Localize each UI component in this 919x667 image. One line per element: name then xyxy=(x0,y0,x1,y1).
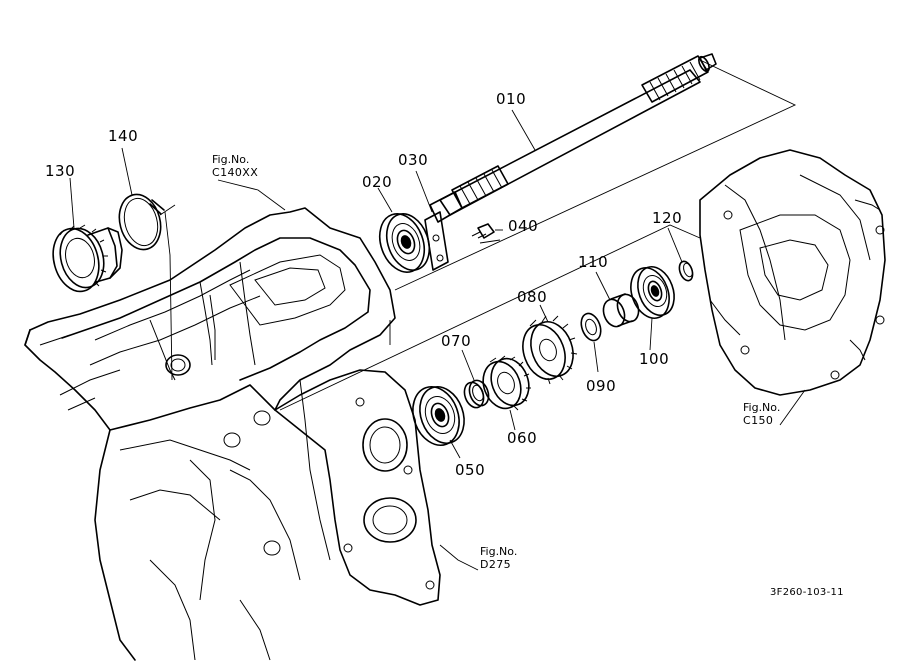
part-label-130: 130 xyxy=(45,162,76,180)
part-label-120: 120 xyxy=(652,209,683,227)
figure-ref-c140xx[interactable]: Fig.No. C140XX xyxy=(212,153,259,179)
bolt-040 xyxy=(471,223,495,239)
snap-ring-140 xyxy=(118,193,165,251)
figure-ref-d275-title: Fig.No. xyxy=(480,545,518,558)
figure-ref-c140xx-title: Fig.No. xyxy=(212,153,250,166)
part-label-040: 040 xyxy=(508,217,539,235)
collar-110 xyxy=(602,293,640,328)
transmission-case-housing xyxy=(24,207,396,661)
circlip-120 xyxy=(678,260,694,282)
assembly-guide-lines xyxy=(159,59,797,411)
part-label-060: 060 xyxy=(507,429,538,447)
figure-ref-c150-title: Fig.No. xyxy=(743,401,781,414)
gear-080 xyxy=(522,315,578,385)
part-label-140: 140 xyxy=(108,127,139,145)
bearing-050 xyxy=(412,386,465,446)
part-label-010: 010 xyxy=(496,90,527,108)
part-label-110: 110 xyxy=(578,253,609,271)
right-transmission-case xyxy=(699,149,886,396)
bearing-100 xyxy=(630,265,675,319)
part-label-100: 100 xyxy=(639,350,670,368)
figure-ref-d275-code: D275 xyxy=(480,557,512,571)
figure-ref-d275[interactable]: Fig.No. D275 xyxy=(480,545,518,571)
gear-hub-130 xyxy=(52,224,123,293)
part-label-090: 090 xyxy=(586,377,617,395)
spacer-070 xyxy=(463,379,490,409)
case-cover-plate xyxy=(274,369,441,606)
part-label-030: 030 xyxy=(398,151,429,169)
plate-030 xyxy=(424,211,449,271)
part-label-080: 080 xyxy=(517,288,548,306)
part-label-020: 020 xyxy=(362,173,393,191)
label-leader-lines xyxy=(69,109,806,571)
part-label-050: 050 xyxy=(455,461,486,479)
figure-ref-c140xx-code: C140XX xyxy=(212,165,259,179)
gear-060 xyxy=(482,355,531,411)
part-label-070: 070 xyxy=(441,332,472,350)
figure-ref-c150[interactable]: Fig.No. C150 xyxy=(743,401,781,427)
figure-ref-c150-code: C150 xyxy=(743,413,774,427)
shaft-010 xyxy=(429,53,717,223)
washer-090 xyxy=(580,312,602,342)
drawing-code: 3F260-103-11 xyxy=(770,587,844,598)
